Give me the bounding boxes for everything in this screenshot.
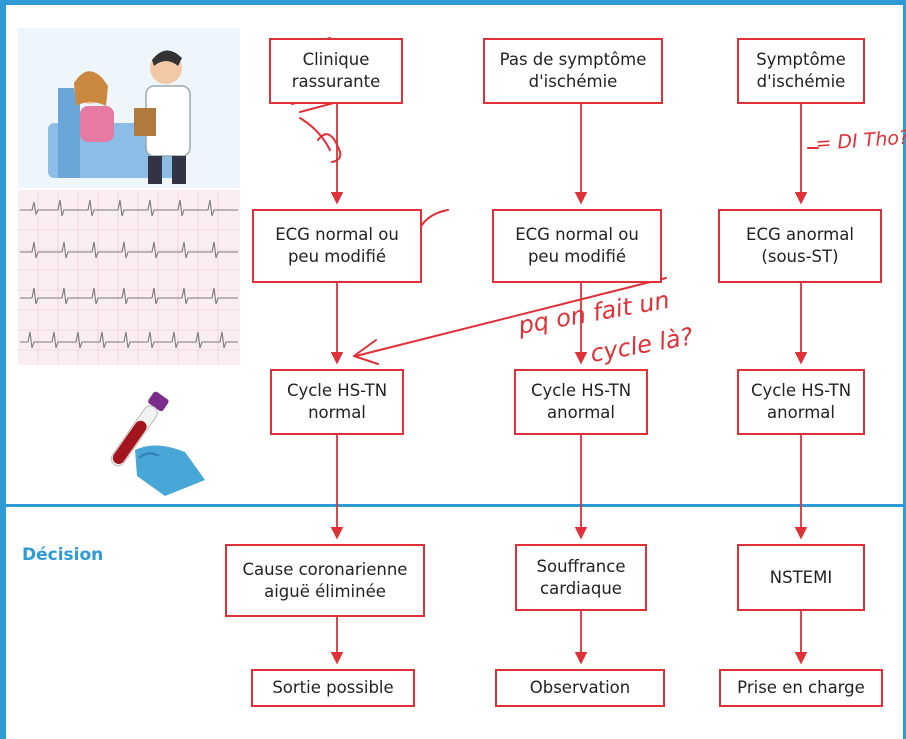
box-c2-troponin-line2: anormal [547,403,615,422]
box-c1-ecg-line2: peu modifié [287,247,387,266]
box-c1-ecg: ECG normal ou peu modifié [252,209,422,283]
box-c2-outcome: Observation [495,669,665,707]
handdrawn-arrow [355,277,667,357]
box-c2-start-line1: Pas de symptôme [499,50,647,69]
box-c2-decision: Souffrance cardiaque [515,544,647,611]
box-c1-start-line2: rassurante [291,72,381,91]
box-c2-troponin: Cycle HS-TN anormal [514,369,648,435]
box-c3-decision-text: NSTEMI [769,567,833,587]
box-c3-outcome-text: Prise en charge [737,678,865,697]
box-c3-start: Symptôme d'ischémie [737,38,865,104]
box-c3-troponin: Cycle HS-TN anormal [737,369,865,435]
box-c2-start: Pas de symptôme d'ischémie [483,38,663,104]
box-c1-start: Clinique rassurante [269,38,403,104]
handwritten-note-middle-line2: cycle là? [588,322,695,368]
doctor-patient-illustration [18,28,240,188]
box-c3-ecg-line1: ECG anormal [746,225,854,244]
box-c1-troponin-line2: normal [308,403,366,422]
box-c3-start-line2: d'ischémie [756,72,846,91]
box-c3-start-line1: Symptôme [756,50,846,69]
box-c2-ecg-line1: ECG normal ou [515,225,639,244]
frame-top-border [0,0,906,5]
decision-section-label: Décision [22,545,104,565]
box-c3-troponin-line2: anormal [767,403,835,422]
box-c1-decision: Cause coronarienne aiguë éliminée [225,544,425,617]
box-c1-troponin: Cycle HS-TN normal [270,369,404,435]
box-c1-ecg-line1: ECG normal ou [275,225,399,244]
handwritten-note-right: = DI Tho? [815,127,906,155]
box-c3-ecg: ECG anormal (sous-ST) [718,209,882,283]
box-c2-start-line2: d'ischémie [528,72,618,91]
box-c3-ecg-line2: (sous-ST) [761,247,839,266]
box-c2-ecg: ECG normal ou peu modifié [492,209,662,283]
box-c1-outcome: Sortie possible [251,669,415,707]
box-c2-outcome-text: Observation [529,678,631,697]
frame-right-border [903,0,906,739]
ecg-strip-illustration [18,190,240,365]
box-c2-ecg-line2: peu modifié [527,247,627,266]
box-c1-outcome-text: Sortie possible [272,678,394,697]
box-c2-troponin-line1: Cycle HS-TN [530,381,632,400]
box-c2-decision-line2: cardiaque [540,578,622,598]
box-c1-decision-line2: aiguë éliminée [264,581,386,601]
box-c1-troponin-line1: Cycle HS-TN [286,381,388,400]
box-c1-decision-line1: Cause coronarienne [242,559,408,579]
box-c3-outcome: Prise en charge [719,669,883,707]
box-c3-decision: NSTEMI [737,544,865,611]
decision-divider [6,504,906,507]
blood-tube-illustration [110,391,205,496]
box-c1-start-line1: Clinique [302,50,370,69]
box-c3-troponin-line1: Cycle HS-TN [750,381,852,400]
frame-left-border [0,0,6,739]
box-c2-decision-line1: Souffrance [536,556,626,576]
